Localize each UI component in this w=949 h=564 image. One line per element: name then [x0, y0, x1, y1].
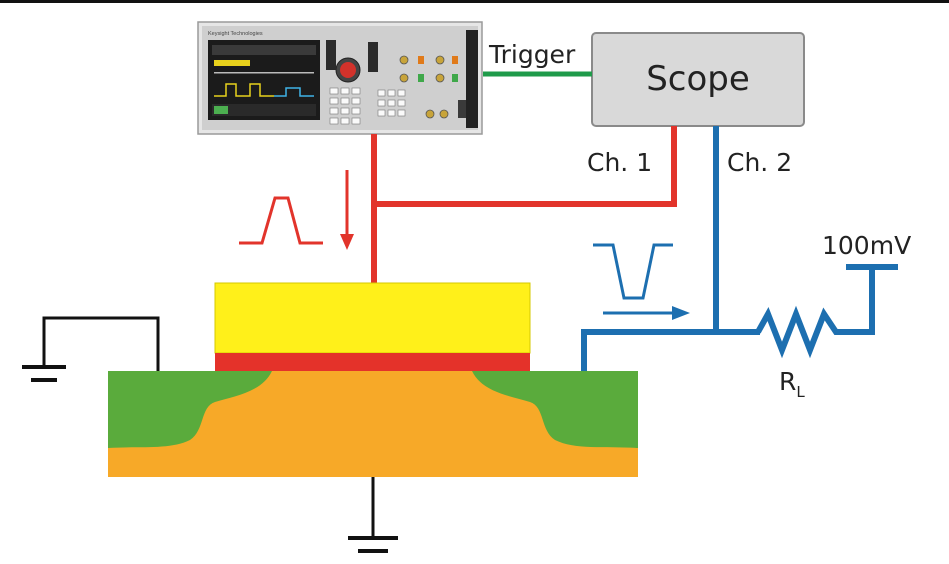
- drain-well-right: [472, 371, 638, 448]
- output-pulse-icon: [593, 243, 673, 300]
- oxide-layer: [215, 353, 530, 371]
- function-buttons-left: [326, 40, 336, 70]
- ch2-label: Ch. 2: [727, 148, 792, 177]
- blue-signal-path: [581, 126, 898, 371]
- input-pulse-icon: [239, 196, 323, 245]
- screen-waveform-yellow: [214, 83, 274, 97]
- source-well-left: [108, 371, 272, 448]
- instrument-brand: Keysight Technologies: [208, 31, 263, 37]
- gate-layer: [214, 282, 531, 354]
- bottom-ground-icon: [348, 536, 398, 553]
- top-border: [0, 0, 949, 3]
- resistor-label-main: R: [779, 367, 796, 396]
- left-ground-wire: [42, 316, 160, 371]
- screen-softkey-bar: [212, 104, 316, 116]
- red-signal-path: [371, 126, 677, 283]
- screen-softkey-green: [214, 106, 228, 114]
- resistor-label-subscript: L: [796, 383, 805, 401]
- pulse-generator: Keysight Technologies: [197, 21, 483, 135]
- trigger-label: Trigger: [488, 40, 576, 69]
- function-buttons-right: [368, 42, 378, 72]
- rotary-knob-center: [340, 62, 356, 78]
- down-arrow-icon: [340, 170, 354, 250]
- keypad: [329, 87, 406, 125]
- screen-channel-yellow: [214, 60, 250, 66]
- ch1-label: Ch. 1: [587, 148, 652, 177]
- scope-box: [591, 32, 805, 127]
- resistor-label: RL: [779, 367, 805, 401]
- left-ground-icon: [22, 365, 66, 382]
- voltage-label: 100mV: [822, 231, 911, 260]
- instrument-side-panel: [466, 30, 478, 128]
- screen-waveform-blue: [274, 87, 314, 97]
- screen-header-bar: [212, 45, 316, 55]
- right-arrow-icon: [603, 306, 690, 320]
- scope-label: Scope: [646, 59, 750, 99]
- screen-trace-line: [214, 72, 314, 74]
